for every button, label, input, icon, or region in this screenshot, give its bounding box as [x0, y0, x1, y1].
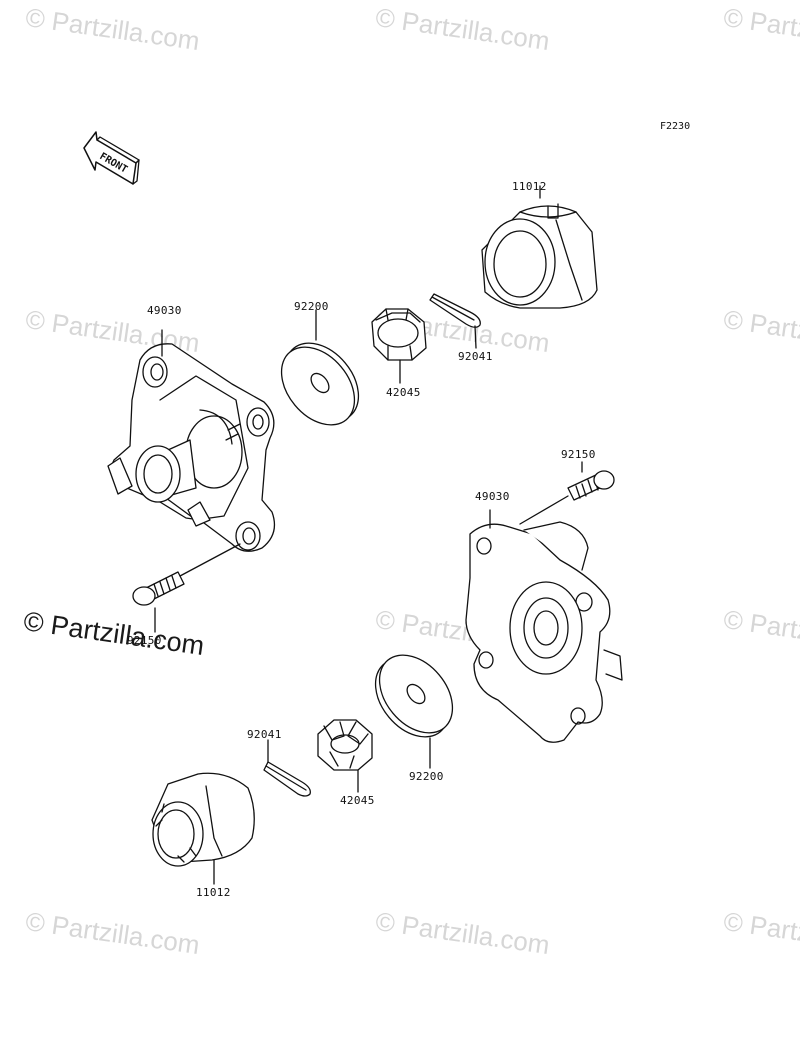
- part-92150-bolt-left: [132, 543, 241, 633]
- part-label: 42045: [340, 794, 375, 807]
- part-label: 11012: [196, 886, 231, 899]
- part-49030-hub-left: [107, 329, 276, 552]
- part-92200-washer-top: [280, 309, 360, 426]
- part-label: 92200: [409, 770, 444, 783]
- part-label: 92041: [247, 728, 282, 741]
- part-label: 42045: [386, 386, 421, 399]
- part-label: 11012: [512, 180, 547, 193]
- part-label: 92041: [458, 350, 493, 363]
- part-42045-castle-nut-bottom: [317, 719, 373, 793]
- part-42045-castle-nut-top: [371, 308, 427, 384]
- part-92041-cotter-pin-top: [429, 293, 481, 349]
- part-49030-hub-right: [465, 509, 623, 743]
- part-92150-bolt-right: [519, 461, 615, 525]
- part-label: 92150: [561, 448, 596, 461]
- front-arrow-icon: FRONT: [83, 131, 140, 185]
- part-label: 92200: [294, 300, 329, 313]
- part-label: 49030: [475, 490, 510, 503]
- part-label: 92150: [127, 634, 162, 647]
- part-92041-cotter-pin-bottom: [263, 739, 311, 797]
- part-label: 49030: [147, 304, 182, 317]
- part-11012-cap-bottom: [151, 772, 255, 885]
- diagram-code: F2230: [660, 121, 691, 132]
- part-92200-washer-bottom: [374, 654, 454, 769]
- part-11012-cap-top: [481, 185, 598, 309]
